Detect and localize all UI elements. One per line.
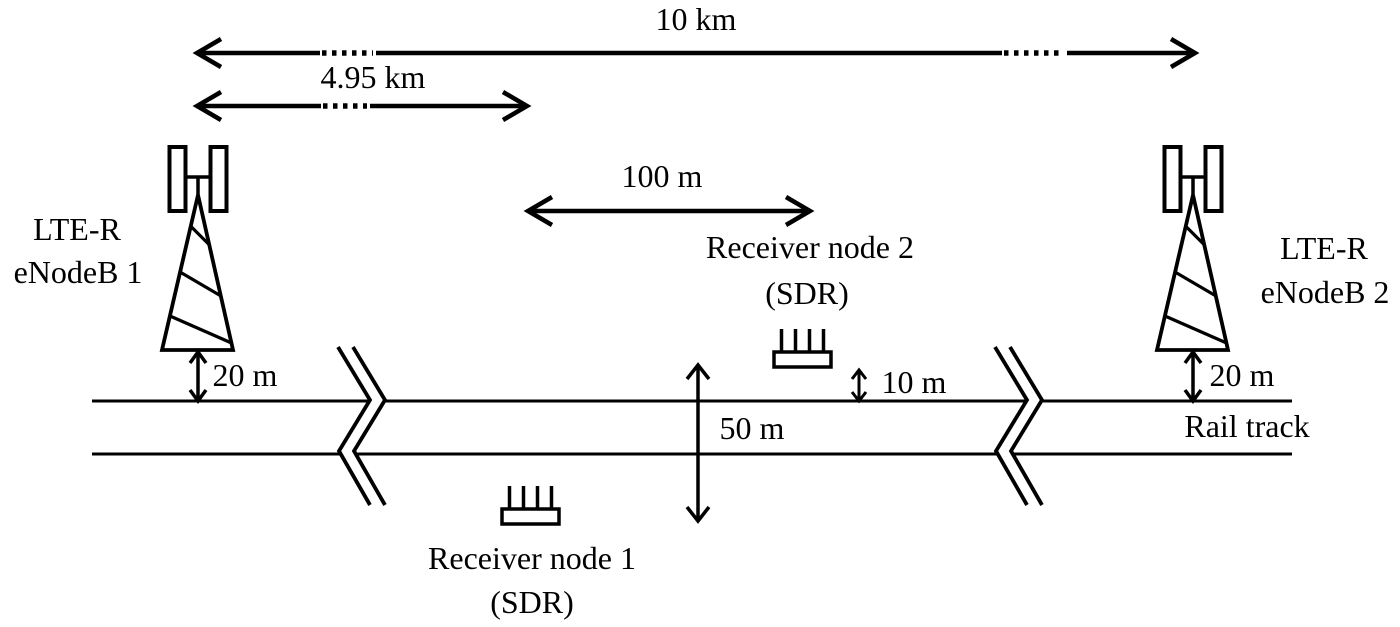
receiver-base bbox=[500, 507, 561, 526]
tower-strut bbox=[1164, 314, 1228, 345]
arrowhead-left-icon bbox=[192, 90, 223, 122]
receiver-node2-icon bbox=[772, 329, 833, 369]
enodeb2-tower-icon bbox=[1154, 145, 1231, 352]
enb1-height-arrow bbox=[188, 349, 208, 404]
receiver-base bbox=[772, 350, 833, 369]
track-width-label: 50 m bbox=[719, 410, 785, 446]
tower-strut bbox=[179, 270, 222, 298]
arrowhead-right-icon bbox=[501, 90, 532, 122]
antenna-panel-right bbox=[1203, 145, 1224, 213]
antenna-panel-right bbox=[208, 145, 229, 213]
arrowhead-left-icon bbox=[192, 37, 223, 69]
tower-strut bbox=[1174, 270, 1217, 298]
track-break-left-icon bbox=[336, 346, 388, 506]
receiver1-name-label: Receiver node 1 bbox=[428, 540, 636, 576]
arrowhead-right-icon bbox=[1169, 37, 1200, 69]
total-span-arrow bbox=[192, 37, 1200, 69]
enb1-label-line1: LTE-R bbox=[33, 211, 121, 247]
arrowhead-up-icon bbox=[1183, 349, 1203, 365]
enb1-label-line2: eNodeB 1 bbox=[13, 254, 143, 290]
arrowhead-up-icon bbox=[850, 367, 868, 380]
enb2-height-arrow bbox=[1183, 349, 1203, 404]
arrowhead-down-icon bbox=[188, 388, 208, 404]
enodeb1-tower-icon bbox=[159, 145, 236, 352]
rail-track-lines bbox=[92, 399, 1292, 456]
tower-strut bbox=[189, 224, 211, 247]
total-span-label: 10 km bbox=[655, 1, 737, 37]
tower-strut bbox=[1184, 224, 1206, 247]
rail-track-label: Rail track bbox=[1184, 408, 1310, 444]
track-width-arrow bbox=[685, 362, 711, 524]
receiver1-type-label: (SDR) bbox=[490, 584, 574, 620]
antenna-panel-left bbox=[1162, 145, 1183, 213]
receiver2-offset-label: 10 m bbox=[881, 364, 947, 400]
receiver2-offset-arrow bbox=[850, 367, 868, 404]
receiver-spacing-arrow bbox=[523, 195, 815, 227]
arrowhead-right-icon bbox=[784, 195, 815, 227]
receiver2-type-label: (SDR) bbox=[765, 275, 849, 311]
enb1-rx1-span-arrow bbox=[192, 90, 532, 122]
enb2-label-line2: eNodeB 2 bbox=[1260, 274, 1390, 310]
antenna-panel-left bbox=[167, 145, 188, 213]
enb2-label-line1: LTE-R bbox=[1280, 230, 1368, 266]
arrowhead-up-icon bbox=[685, 362, 711, 381]
tower-strut bbox=[169, 314, 233, 345]
arrowhead-down-icon bbox=[685, 505, 711, 524]
arrowhead-up-icon bbox=[188, 349, 208, 365]
enb2-height-label: 20 m bbox=[1209, 357, 1275, 393]
receiver-spacing-label: 100 m bbox=[621, 158, 703, 194]
track-break-right-icon bbox=[993, 346, 1045, 506]
arrowhead-down-icon bbox=[850, 391, 868, 404]
arrowhead-down-icon bbox=[1183, 388, 1203, 404]
enb1-height-label: 20 m bbox=[212, 357, 278, 393]
receiver2-name-label: Receiver node 2 bbox=[706, 229, 914, 265]
enb1-rx1-span-label: 4.95 km bbox=[320, 59, 426, 95]
arrowhead-left-icon bbox=[523, 195, 554, 227]
receiver-node1-icon bbox=[500, 486, 561, 526]
